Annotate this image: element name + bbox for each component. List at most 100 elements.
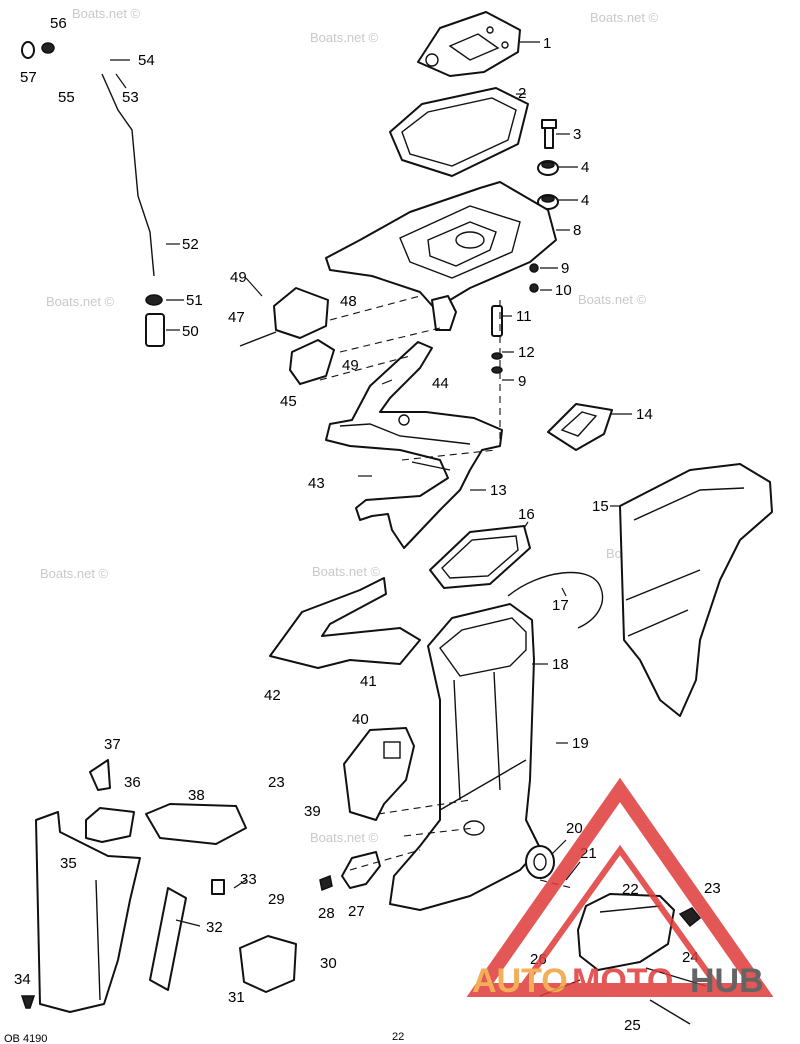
callout-30: 30	[320, 955, 337, 972]
part-51-nut	[145, 294, 163, 306]
part-35-cover	[35, 811, 141, 1013]
callout-49: 49	[230, 269, 247, 286]
callout-4: 4	[581, 159, 589, 176]
callout-9-b: 9	[518, 373, 526, 390]
part-18-housing	[389, 603, 541, 911]
callout-55: 55	[58, 89, 75, 106]
part-13-bracket	[325, 341, 503, 549]
part-34-screw	[20, 995, 36, 1009]
callout-51: 51	[186, 292, 203, 309]
callout-13: 13	[490, 482, 507, 499]
callout-40: 40	[352, 711, 369, 728]
automotohub-logo: AUTO MOTO HUB	[466, 777, 774, 1000]
part-27-clip	[341, 851, 381, 889]
part-40-cover	[343, 727, 415, 821]
callout-23: 23	[704, 880, 721, 897]
part-3-bolt	[541, 119, 557, 149]
part-37-clip	[89, 759, 111, 791]
callout-50: 50	[182, 323, 199, 340]
part-4-mount	[537, 160, 559, 210]
callout-2: 2	[518, 85, 526, 102]
part-25-bolt	[649, 999, 691, 1025]
watermark: Boats.net ©	[310, 30, 379, 45]
part-45-bracket	[289, 339, 335, 385]
watermark: Boats.net ©	[312, 564, 381, 579]
part-23-nut	[678, 907, 702, 928]
callout-19: 19	[572, 735, 589, 752]
part-22-bracket	[577, 893, 675, 971]
callout-39: 39	[304, 803, 321, 820]
callout-56: 56	[50, 15, 67, 32]
callout-25: 25	[624, 1017, 641, 1034]
callout-33: 33	[240, 871, 257, 888]
callout-48: 48	[340, 293, 357, 310]
part-1-plate	[417, 11, 521, 77]
part-20-bushing	[525, 845, 555, 879]
callout-9: 9	[561, 260, 569, 277]
callout-43: 43	[308, 475, 325, 492]
part-38-block	[145, 803, 247, 845]
callout-1: 1	[543, 35, 551, 52]
footer-code: OB 4190	[4, 1033, 47, 1044]
callout-14: 14	[636, 406, 653, 423]
assembly-lines	[319, 295, 573, 889]
callout-10: 10	[555, 282, 572, 299]
callout-32: 32	[206, 919, 223, 936]
callout-44: 44	[432, 375, 449, 392]
part-28-screw	[319, 874, 333, 892]
callout-16: 16	[518, 506, 535, 523]
callout-11: 11	[516, 308, 532, 325]
watermark: Boats.net ©	[310, 830, 379, 845]
callout-22: 22	[622, 881, 639, 898]
callout-3: 3	[573, 126, 581, 143]
callout-29: 29	[268, 891, 285, 908]
callout-8: 8	[573, 222, 581, 239]
callout-31: 31	[228, 989, 245, 1006]
callout-35: 35	[60, 855, 77, 872]
callout-47: 47	[228, 309, 245, 326]
part-16-gasket	[429, 525, 531, 589]
callout-17: 17	[552, 597, 569, 614]
part-42-plate	[269, 577, 421, 669]
logo-moto: MOTO	[572, 962, 673, 1000]
part-32-strip	[149, 887, 187, 991]
callout-36: 36	[124, 774, 141, 791]
part-48-bracket	[273, 287, 329, 339]
callout-15: 15	[592, 498, 609, 515]
logo-hub: HUB	[690, 962, 764, 1000]
callout-37: 37	[104, 736, 121, 753]
callout-4-b: 4	[581, 192, 589, 209]
part-8-adapter	[325, 181, 557, 331]
callout-38: 38	[188, 787, 205, 804]
callout-54: 54	[138, 52, 155, 69]
watermark: Boats.net ©	[72, 6, 141, 21]
callout-49-b: 49	[342, 357, 359, 374]
callout-20: 20	[566, 820, 583, 837]
footer-page-number: 22	[392, 1031, 404, 1043]
part-52-rod	[101, 73, 155, 277]
callout-18: 18	[552, 656, 569, 673]
part-47-bolt	[239, 331, 277, 347]
part-17-tube	[507, 571, 604, 629]
part-31-block	[239, 935, 297, 993]
part-57-washer	[21, 41, 35, 59]
callout-28: 28	[318, 905, 335, 922]
watermark: Boats.net ©	[590, 10, 659, 25]
callout-12: 12	[518, 344, 535, 361]
callout-23-b: 23	[268, 774, 285, 791]
callout-34: 34	[14, 971, 31, 988]
part-14-block	[547, 403, 613, 451]
watermark: Boats.net ©	[46, 294, 115, 309]
callout-42: 42	[264, 687, 281, 704]
callout-27: 27	[348, 903, 365, 920]
callout-41: 41	[360, 673, 377, 690]
watermark: Boats.net ©	[40, 566, 109, 581]
part-2-gasket	[389, 87, 529, 177]
callout-52: 52	[182, 236, 199, 253]
part-33-cap	[211, 879, 225, 895]
part-36-block	[85, 807, 135, 843]
part-15-shroud	[619, 463, 773, 717]
logo-auto: AUTO	[472, 962, 568, 1000]
leader-lines	[110, 41, 632, 927]
